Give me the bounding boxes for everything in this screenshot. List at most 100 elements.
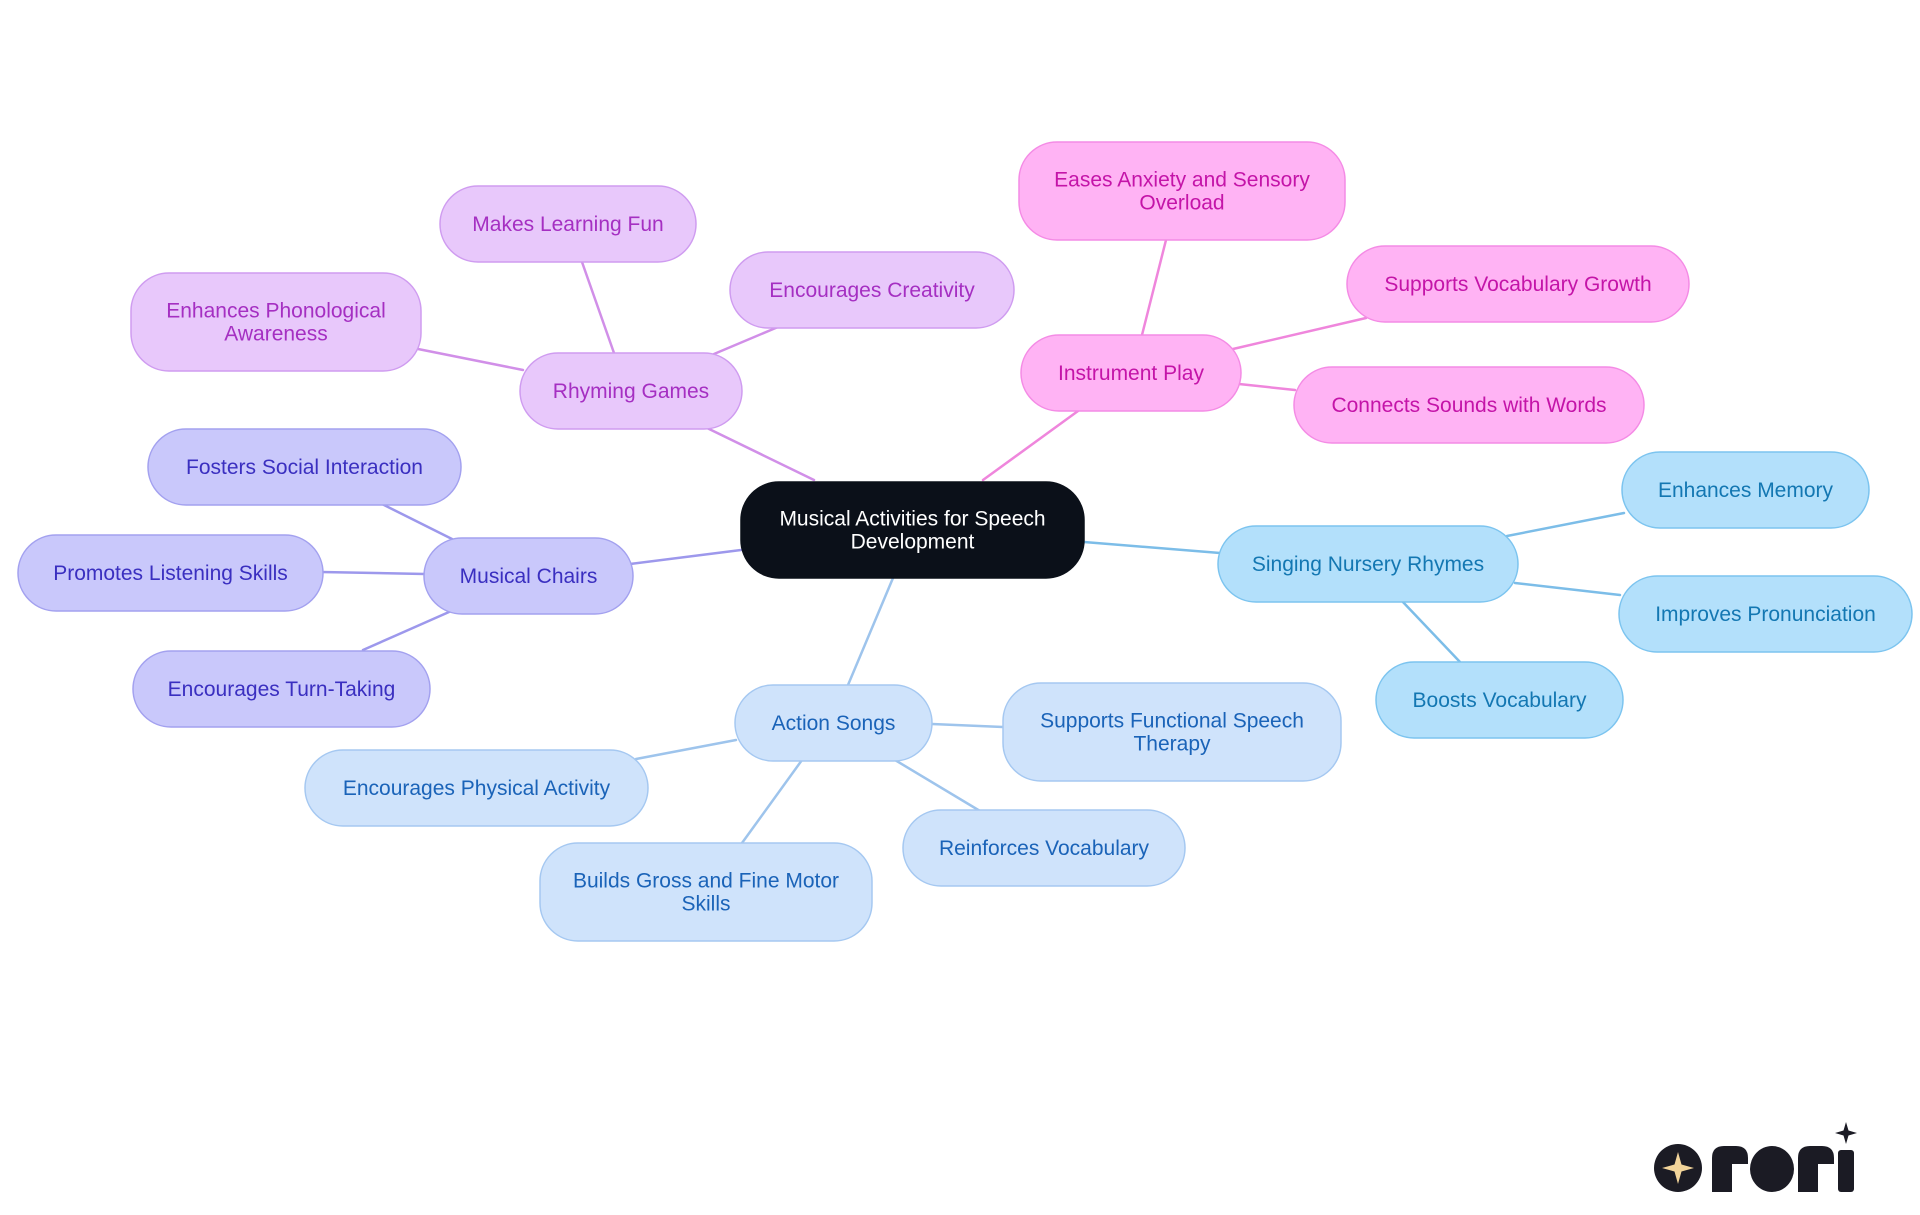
node-instrument-play[interactable]: Instrument Play (1020, 334, 1242, 412)
node-encourages-turn-taking[interactable]: Encourages Turn-Taking (132, 650, 431, 728)
node-label: Rhyming Games (553, 380, 709, 403)
node-connects-sounds-with-words[interactable]: Connects Sounds with Words (1293, 366, 1645, 444)
node-supports-vocabulary-growth[interactable]: Supports Vocabulary Growth (1346, 245, 1690, 323)
node-box (740, 481, 1085, 579)
edge-instrument-play (981, 409, 1080, 482)
node-label: Development (851, 531, 975, 554)
node-label: Fosters Social Interaction (186, 456, 423, 479)
logo-letter-o (1750, 1146, 1794, 1192)
node-rhyming-games[interactable]: Rhyming Games (519, 352, 743, 430)
node-box (439, 185, 697, 263)
node-improves-pronunciation[interactable]: Improves Pronunciation (1618, 575, 1913, 653)
node-box (1217, 525, 1519, 603)
node-label: Boosts Vocabulary (1413, 689, 1587, 712)
node-promotes-listening-skills[interactable]: Promotes Listening Skills (17, 534, 324, 612)
node-boosts-vocabulary[interactable]: Boosts Vocabulary (1375, 661, 1624, 739)
node-enhances-memory[interactable]: Enhances Memory (1621, 451, 1870, 529)
node-box (17, 534, 324, 612)
edge-builds-motor-skills (740, 758, 804, 845)
node-box (1020, 334, 1242, 412)
node-encourages-physical-activity[interactable]: Encourages Physical Activity (304, 749, 649, 827)
node-reinforces-vocabulary[interactable]: Reinforces Vocabulary (902, 809, 1186, 887)
edge-layer (319, 238, 1626, 845)
edge-encourages-turn-taking (361, 610, 451, 652)
node-label: Singing Nursery Rhymes (1252, 553, 1484, 576)
node-label: Therapy (1133, 733, 1211, 756)
rori-logo (1654, 1122, 1857, 1192)
node-label: Encourages Turn-Taking (168, 678, 396, 701)
edge-encourages-creativity (712, 325, 780, 356)
node-label: Supports Vocabulary Growth (1384, 273, 1651, 296)
node-action-songs[interactable]: Action Songs (734, 684, 933, 762)
edge-supports-functional-speech-therapy (930, 722, 1005, 729)
node-label: Builds Gross and Fine Motor (573, 870, 839, 893)
node-singing-nursery-rhymes[interactable]: Singing Nursery Rhymes (1217, 525, 1519, 603)
logo-star-icon (1662, 1152, 1694, 1184)
node-box (539, 842, 873, 942)
edge-eases-anxiety (1140, 238, 1168, 337)
node-label: Musical Chairs (460, 565, 598, 588)
node-label: Makes Learning Fun (472, 213, 663, 236)
node-box (1293, 366, 1645, 444)
node-box (1621, 451, 1870, 529)
node-label: Musical Activities for Speech (779, 508, 1045, 531)
edge-rhyming-games (703, 425, 816, 482)
edge-connects-sounds-with-words (1237, 382, 1297, 392)
logo-letter-r1 (1712, 1146, 1748, 1192)
node-label: Encourages Physical Activity (343, 777, 611, 800)
node-box (729, 251, 1015, 329)
node-label: Instrument Play (1058, 362, 1204, 385)
node-label: Enhances Phonological (166, 300, 386, 323)
node-label: Action Songs (772, 712, 896, 735)
logo-letter-r2 (1798, 1146, 1834, 1192)
node-label: Enhances Memory (1658, 479, 1834, 502)
node-box (1346, 245, 1690, 323)
node-fosters-social-interaction[interactable]: Fosters Social Interaction (147, 428, 462, 506)
node-box (132, 650, 431, 728)
edge-encourages-physical-activity (634, 738, 738, 761)
logo-letter-i (1838, 1150, 1854, 1192)
node-box (423, 537, 634, 615)
node-musical-chairs[interactable]: Musical Chairs (423, 537, 634, 615)
node-label: Improves Pronunciation (1655, 603, 1876, 626)
node-label: Reinforces Vocabulary (939, 837, 1150, 860)
logo-sparkle-icon (1835, 1122, 1857, 1144)
edge-fosters-social-interaction (378, 501, 454, 541)
node-box (734, 684, 933, 762)
edge-action-songs (846, 576, 895, 687)
edge-musical-chairs (628, 548, 743, 566)
node-layer: Musical Activities for SpeechDevelopment… (17, 141, 1913, 942)
node-makes-learning-fun[interactable]: Makes Learning Fun (439, 185, 697, 263)
edge-makes-learning-fun (580, 260, 616, 355)
node-box (304, 749, 649, 827)
edge-enhances-memory (1505, 511, 1626, 538)
node-label: Connects Sounds with Words (1331, 394, 1606, 417)
node-label: Supports Functional Speech (1040, 710, 1304, 733)
node-label: Awareness (224, 323, 328, 346)
node-box (130, 272, 422, 372)
node-label: Encourages Creativity (769, 279, 975, 302)
node-box (902, 809, 1186, 887)
node-encourages-creativity[interactable]: Encourages Creativity (729, 251, 1015, 329)
edge-singing-nursery-rhymes (1082, 540, 1222, 555)
edge-promotes-listening-skills (319, 570, 427, 576)
node-label: Promotes Listening Skills (53, 562, 288, 585)
node-box (1018, 141, 1346, 241)
node-box (519, 352, 743, 430)
node-box (1618, 575, 1913, 653)
edge-supports-vocabulary-growth (1231, 316, 1368, 351)
node-label: Skills (681, 893, 730, 916)
node-box (147, 428, 462, 506)
edge-boosts-vocabulary (1400, 599, 1462, 664)
node-box (1375, 661, 1624, 739)
edge-enhances-phonological-awareness (416, 347, 525, 372)
node-label: Overload (1139, 192, 1224, 215)
node-label: Eases Anxiety and Sensory (1054, 169, 1310, 192)
edge-reinforces-vocabulary (893, 758, 982, 813)
